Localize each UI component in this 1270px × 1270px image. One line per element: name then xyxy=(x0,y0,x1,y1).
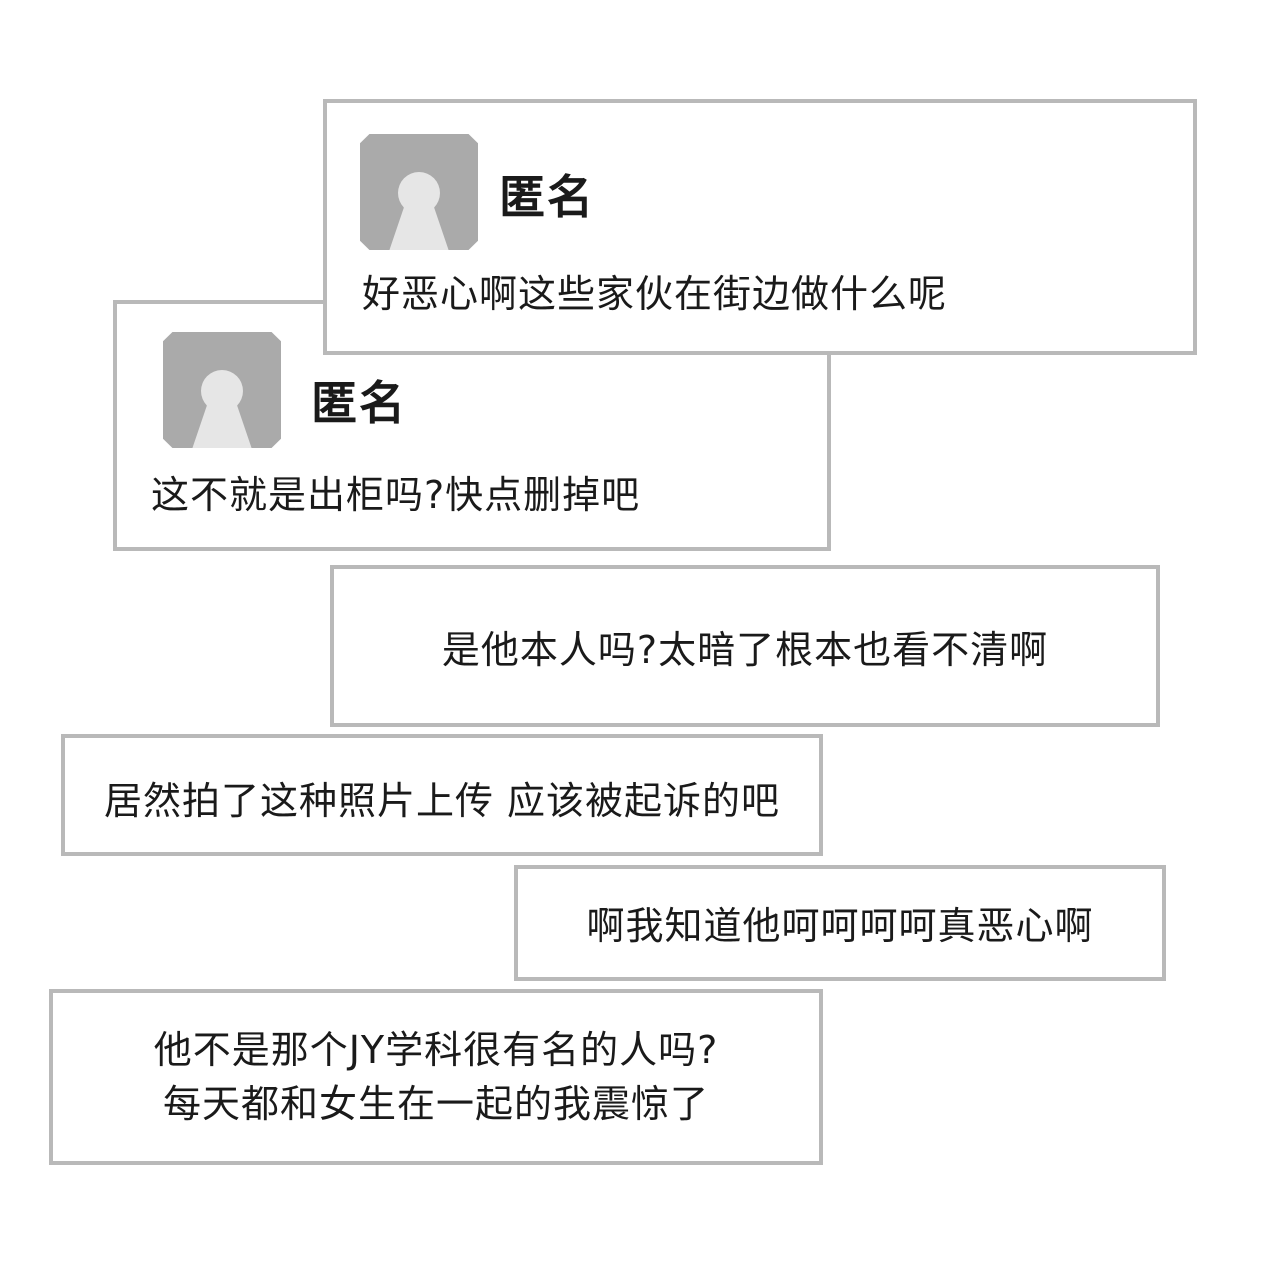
comment-text: 啊我知道他呵呵呵呵真恶心啊 xyxy=(586,904,1094,948)
comment-text: 这不就是出柜吗?快点删掉吧 xyxy=(151,473,641,517)
comment-card-3: 是他本人吗?太暗了根本也看不清啊 xyxy=(330,565,1160,727)
comment-text-line-2: 每天都和女生在一起的我震惊了 xyxy=(162,1082,709,1126)
comment-text-line-1: 他不是那个JY学科很有名的人吗? xyxy=(153,1028,719,1072)
comment-text: 他不是那个JY学科很有名的人吗? 每天都和女生在一起的我震惊了 xyxy=(53,1031,819,1123)
comment-card-1: 匿名 好恶心啊这些家伙在街边做什么呢 xyxy=(323,99,1197,355)
comment-text: 居然拍了这种照片上传 应该被起诉的吧 xyxy=(103,779,781,823)
default-user-avatar-icon xyxy=(360,134,478,250)
comment-text: 是他本人吗?太暗了根本也看不清啊 xyxy=(441,628,1049,672)
comment-text: 好恶心啊这些家伙在街边做什么呢 xyxy=(362,272,948,316)
default-user-avatar-icon xyxy=(163,332,281,448)
comment-card-6: 他不是那个JY学科很有名的人吗? 每天都和女生在一起的我震惊了 xyxy=(49,989,823,1165)
comment-author-name: 匿名 xyxy=(311,376,407,430)
comment-card-5: 啊我知道他呵呵呵呵真恶心啊 xyxy=(514,865,1166,981)
comment-card-4: 居然拍了这种照片上传 应该被起诉的吧 xyxy=(61,734,823,856)
comment-author-name: 匿名 xyxy=(499,170,595,224)
